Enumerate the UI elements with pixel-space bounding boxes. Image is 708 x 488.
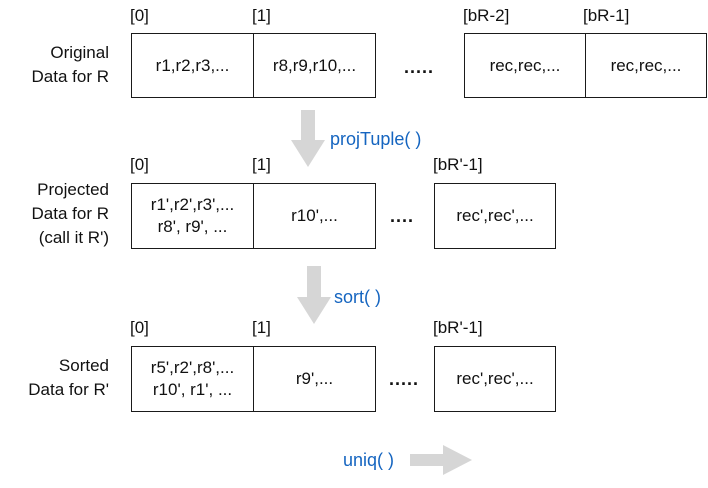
sorted-index-1: [1]: [252, 318, 271, 337]
projected-block-bR'-1: rec',rec',...: [435, 184, 555, 248]
original-index-bR-1: [bR-1]: [583, 6, 630, 25]
projected-block-1: r10',...: [253, 184, 375, 248]
projected-index-0: [0]: [130, 155, 149, 174]
projected-index-bR'-1: [bR'-1]: [433, 155, 483, 174]
original-index-0: [0]: [130, 6, 149, 25]
projected-block-bR'-1-text: rec',rec',...: [456, 206, 534, 225]
projected-block-1-text: r10',...: [291, 206, 338, 225]
sorted-blocks-left: r5',r2',r8',... r10', r1', ... r9',...: [131, 346, 376, 412]
projected-label-line-2: Data for R: [31, 204, 109, 223]
sorted-block-bR'-1: rec',rec',...: [435, 347, 555, 411]
projected-block-0: r1',r2',r3',... r8', r9', ...: [132, 184, 253, 248]
original-row-label: Original Data for R: [32, 41, 109, 89]
sorted-label-line-2: Data for R': [28, 380, 109, 399]
original-blocks-right: rec,rec,... rec,rec,...: [464, 33, 707, 98]
sorted-block-bR'-1-text: rec',rec',...: [456, 369, 534, 388]
projected-index-1: [1]: [252, 155, 271, 174]
sorted-block-1-text: r9',...: [295, 369, 334, 388]
sorted-ellipsis: .....: [389, 369, 420, 389]
sorted-index-0: [0]: [130, 318, 149, 337]
original-block-1-text: r8,r9,r10,...: [272, 55, 357, 75]
sort-arrow-icon: [297, 266, 331, 324]
original-block-1: r8,r9,r10,...: [253, 34, 375, 97]
project-arrow-icon: [291, 110, 325, 167]
original-blocks-left: r1,r2,r3,... r8,r9,r10,...: [131, 33, 376, 98]
original-block-bR-1: rec,rec,...: [585, 34, 706, 97]
sorted-block-1: r9',...: [253, 347, 375, 411]
projected-label-line-1: Projected: [37, 180, 109, 199]
projected-label-line-3: (call it R'): [38, 228, 109, 247]
original-label-line-1: Original: [50, 43, 109, 62]
sorted-block-0-line-2: r10', r1', ...: [152, 380, 233, 399]
original-ellipsis: .....: [404, 57, 435, 77]
original-block-bR-2-text: rec,rec,...: [489, 55, 561, 75]
sorted-block-0-line-1: r5',r2',r8',...: [150, 358, 235, 377]
original-block-bR-1-text: rec,rec,...: [610, 55, 682, 75]
sorted-label-line-1: Sorted: [58, 356, 109, 375]
project-operation-label: projTuple( ): [330, 129, 422, 149]
projected-blocks-right: rec',rec',...: [434, 183, 556, 249]
sorted-blocks-right: rec',rec',...: [434, 346, 556, 412]
sorted-index-bR'-1: [bR'-1]: [433, 318, 483, 337]
sorted-row-label: Sorted Data for R': [28, 354, 109, 402]
sorted-block-0: r5',r2',r8',... r10', r1', ...: [132, 347, 253, 411]
projected-blocks-left: r1',r2',r3',... r8', r9', ... r10',...: [131, 183, 376, 249]
original-block-bR-2: rec,rec,...: [465, 34, 585, 97]
projected-row-label: Projected Data for R (call it R'): [32, 178, 109, 250]
original-block-0-text: r1,r2,r3,...: [155, 55, 230, 75]
uniq-arrow-icon: [410, 445, 472, 475]
original-label-line-2: Data for R: [31, 67, 109, 86]
original-index-1: [1]: [252, 6, 271, 25]
projected-block-0-line-1: r1',r2',r3',...: [150, 195, 235, 214]
original-block-0: r1,r2,r3,...: [132, 34, 253, 97]
sort-operation-label: sort( ): [334, 287, 381, 307]
projected-block-0-line-2: r8', r9', ...: [157, 217, 228, 236]
projected-ellipsis: ....: [390, 206, 415, 226]
original-index-bR-2: [bR-2]: [463, 6, 510, 25]
uniq-operation-label: uniq( ): [343, 450, 395, 470]
